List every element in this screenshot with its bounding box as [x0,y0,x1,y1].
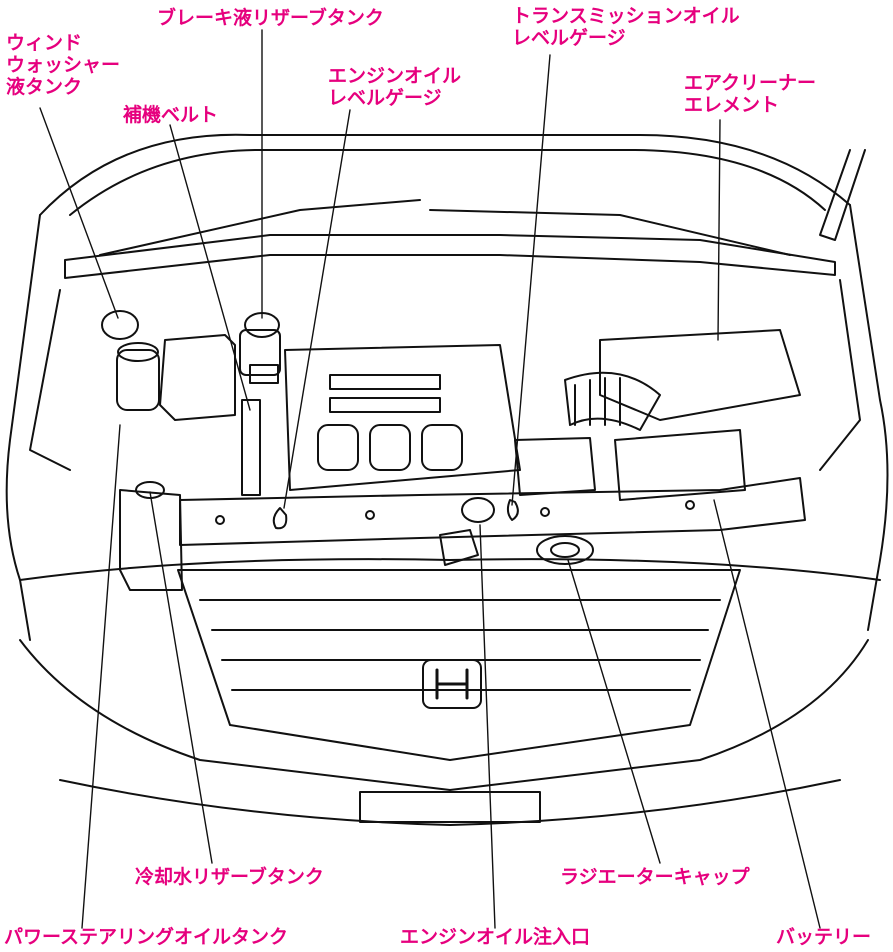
label-washer-tank: ウィンド ウォッシャー 液タンク [6,32,120,98]
air-cleaner-box [599,329,801,421]
relay-box [514,437,596,496]
label-air-cleaner-line-2: エレメント [684,94,780,116]
label-radiator-text: ラジエーターキャップ [560,866,750,888]
hood-inner-edge [69,149,826,216]
label-air-cleaner-line-1: エアクリーナー [684,72,817,94]
oil-filler-cap [461,497,495,523]
label-brake-text: ブレーキ液リザーブタンク [157,7,384,29]
oil-dipstick [272,507,288,530]
label-trans-line-2: レベルゲージ [512,27,626,49]
battery-box [614,429,746,501]
grille-outer [177,569,741,761]
label-oil-filler-text: エンジンオイル注入口 [400,926,591,948]
left-inner-fender [29,289,71,471]
label-brake-tank: ブレーキ液リザーブタンク [157,7,384,29]
label-coolant-tank: 冷却水リザーブタンク [135,866,324,888]
label-aux-belt-text: 補機ベルト [123,104,219,126]
label-coolant-text: 冷却水リザーブタンク [135,866,324,888]
radiator-support [179,477,806,546]
label-trans-line-1: トランスミッションオイル [512,5,740,27]
label-washer-line-1: ウィンド [6,32,83,54]
washer-cap [101,310,139,340]
ps-reservoir [116,349,160,411]
engine-cover [284,344,521,491]
front-panel [19,558,881,581]
radiator-cap [536,535,594,565]
label-oil-filler: エンジンオイル注入口 [400,926,590,948]
belt-cover [241,399,261,496]
intake-hose [564,371,661,431]
label-oil-gauge: エンジンオイル レベルゲージ [328,65,461,109]
label-oil-gauge-line-1: エンジンオイル [328,65,462,87]
label-radiator-cap: ラジエーターキャップ [560,866,750,888]
label-ps-text: パワーステアリングオイルタンク [4,926,289,948]
right-fender [849,204,889,631]
cowl-panel [64,234,836,279]
ps-cap [117,342,159,362]
trans-dipstick [506,499,519,521]
wiper-left [99,199,421,256]
wiper-right [429,209,791,256]
left-fender [5,214,41,641]
coolant-reservoir [119,489,183,591]
brake-reservoir [239,329,281,376]
honda-emblem [422,659,482,709]
label-air-cleaner: エアクリーナー エレメント [684,72,816,116]
label-aux-belt: 補機ベルト [123,104,218,126]
label-washer-line-2: ウォッシャー [6,54,121,76]
bumper-line [19,639,869,791]
label-washer-line-3: 液タンク [6,76,83,98]
hood-support-right [819,149,866,241]
leader-lines [39,29,821,929]
label-oil-gauge-line-2: レベルゲージ [328,87,442,109]
label-ps-tank: パワーステアリングオイルタンク [4,926,288,948]
license-plate-holder [359,791,541,823]
right-inner-fender [819,279,861,471]
fuse-box [159,334,236,421]
label-battery-text: バッテリー [776,926,872,948]
hood-outline [39,133,851,216]
label-battery: バッテリー [776,926,871,948]
label-trans-gauge: トランスミッションオイル レベルゲージ [512,5,740,49]
